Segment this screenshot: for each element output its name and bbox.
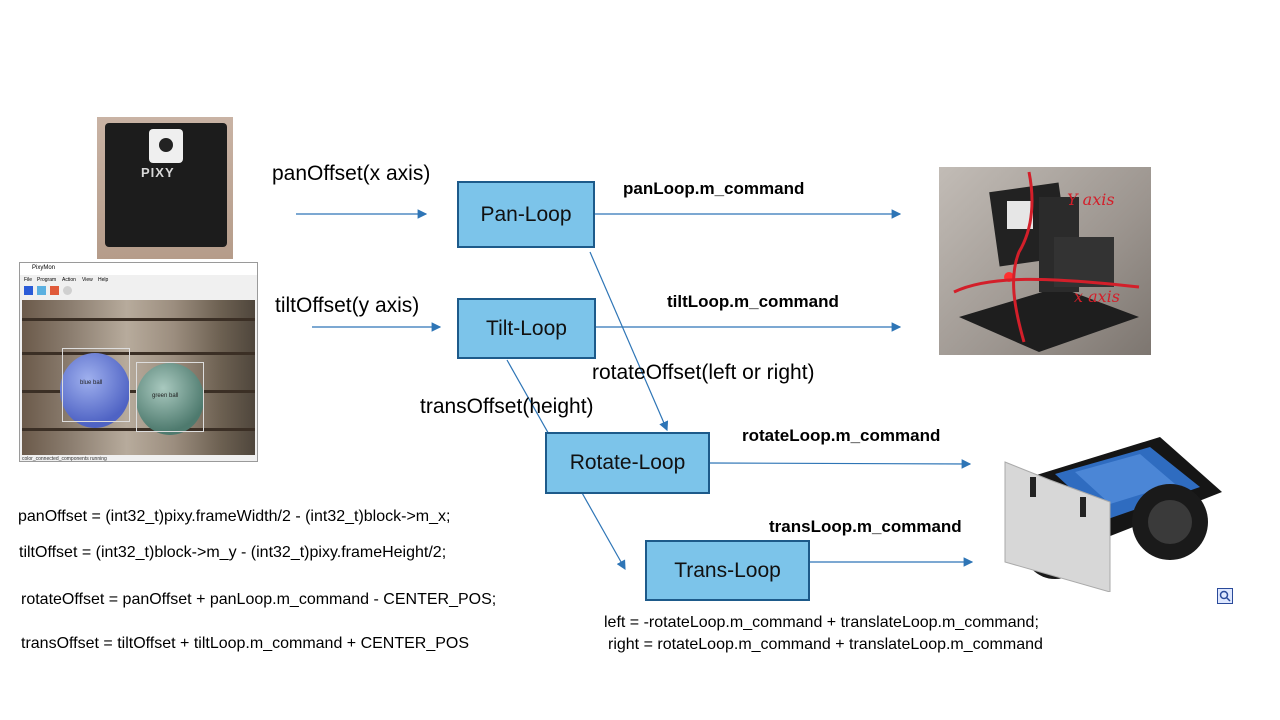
config-icon <box>50 286 59 295</box>
arrow-pan-to-rotate <box>589 251 669 432</box>
pixy-board: PIXY <box>105 123 227 247</box>
x-axis-annotation: x axis <box>1074 287 1120 306</box>
green-ball-label: green ball <box>152 393 179 399</box>
pixymon-window: PixyMon File Program Action View Help bl… <box>19 262 258 462</box>
stop-icon <box>24 286 33 295</box>
menu-help: Help <box>98 277 109 283</box>
equation-left-motor: left = -rotateLoop.m_command + translate… <box>604 614 1039 631</box>
zoom-icon[interactable] <box>1217 588 1233 604</box>
rotate-offset-label: rotateOffset(left or right) <box>592 361 815 384</box>
equation-right-motor: right = rotateLoop.m_command + translate… <box>608 636 1043 653</box>
pixy-camera-photo: PIXY <box>97 117 233 259</box>
y-axis-annotation: Y axis <box>1067 190 1115 209</box>
menu-program: Program <box>37 277 57 283</box>
green-ball-bbox <box>136 362 204 432</box>
pan-command-label: panLoop.m_command <box>623 179 805 198</box>
blue-ball-bbox <box>62 348 130 422</box>
pixy-lens <box>149 129 183 163</box>
arrow-rotate-output <box>709 459 972 469</box>
equation-pan-offset: panOffset = (int32_t)pixy.frameWidth/2 -… <box>18 508 451 525</box>
green-ball <box>136 363 204 435</box>
pan-tilt-photo: Y axis x axis <box>939 167 1151 355</box>
equation-trans-offset: transOffset = tiltOffset + tiltLoop.m_co… <box>21 635 470 652</box>
pan-tilt-illustration: Y axis x axis <box>953 171 1140 352</box>
tilt-offset-label: tiltOffset(y axis) <box>275 294 420 317</box>
pixy-logo: PIXY <box>141 165 175 180</box>
pixymon-menubar: File Program Action View Help <box>20 275 257 285</box>
trans-loop-box: Trans-Loop <box>645 540 810 601</box>
help-icon <box>63 286 72 295</box>
trans-command-label: transLoop.m_command <box>769 517 962 536</box>
rotate-command-label: rotateLoop.m_command <box>742 426 941 445</box>
trans-offset-label: transOffset(height) <box>420 395 594 418</box>
menu-view: View <box>82 277 93 283</box>
home-icon <box>37 286 46 295</box>
tilt-loop-box: Tilt-Loop <box>457 298 596 359</box>
menu-action: Action <box>62 277 76 283</box>
pixymon-video: blue ball green ball <box>22 300 255 455</box>
tilt-command-label: tiltLoop.m_command <box>667 292 839 311</box>
pan-offset-label: panOffset(x axis) <box>272 162 431 185</box>
pixymon-status: color_connected_components running <box>22 456 107 462</box>
pan-loop-box: Pan-Loop <box>457 181 595 248</box>
pixymon-title: PixyMon <box>32 265 56 271</box>
blue-ball-label: blue ball <box>80 380 103 386</box>
pixymon-titlebar: PixyMon <box>20 263 257 275</box>
robot-photo <box>1000 432 1224 593</box>
equation-tilt-offset: tiltOffset = (int32_t)block->m_y - (int3… <box>19 544 447 561</box>
rotate-loop-box: Rotate-Loop <box>545 432 710 494</box>
menu-file: File <box>24 277 33 283</box>
blue-ball <box>60 353 130 428</box>
equation-rotate-offset: rotateOffset = panOffset + panLoop.m_com… <box>21 591 497 608</box>
